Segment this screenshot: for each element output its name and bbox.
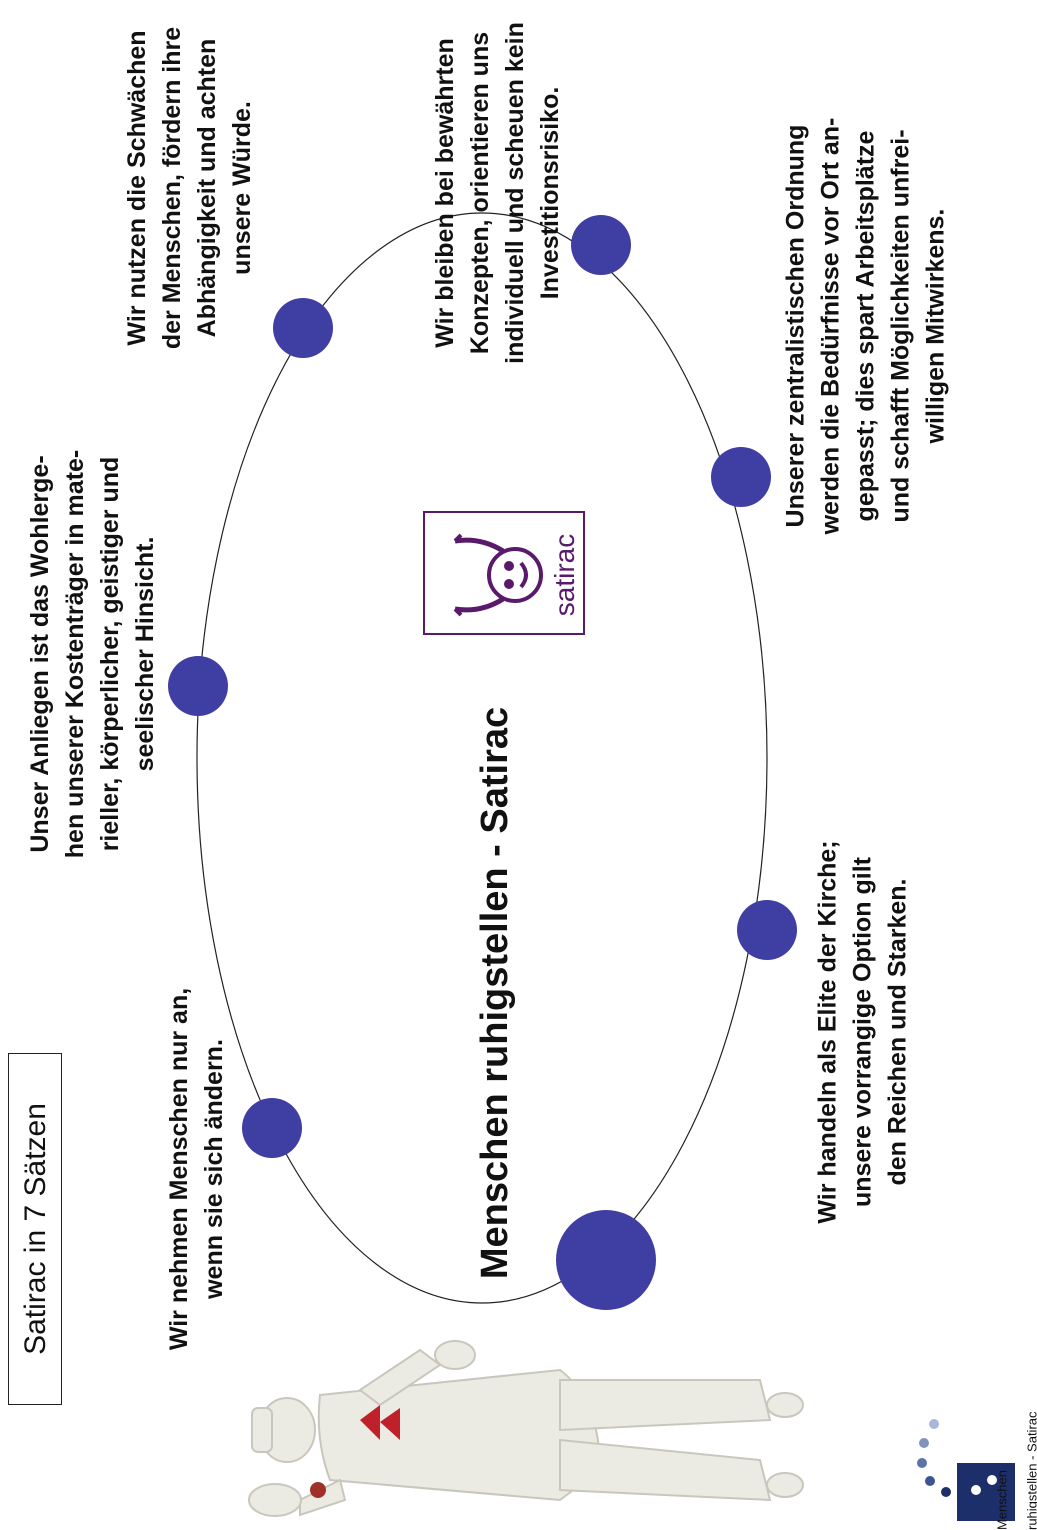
footer-line-1: Menschen (995, 1350, 1010, 1530)
footer-caption: Menschen ruhigstellen - Satirac (980, 1350, 1037, 1530)
footer-line-2: ruhigstellen - Satirac (1025, 1350, 1037, 1530)
